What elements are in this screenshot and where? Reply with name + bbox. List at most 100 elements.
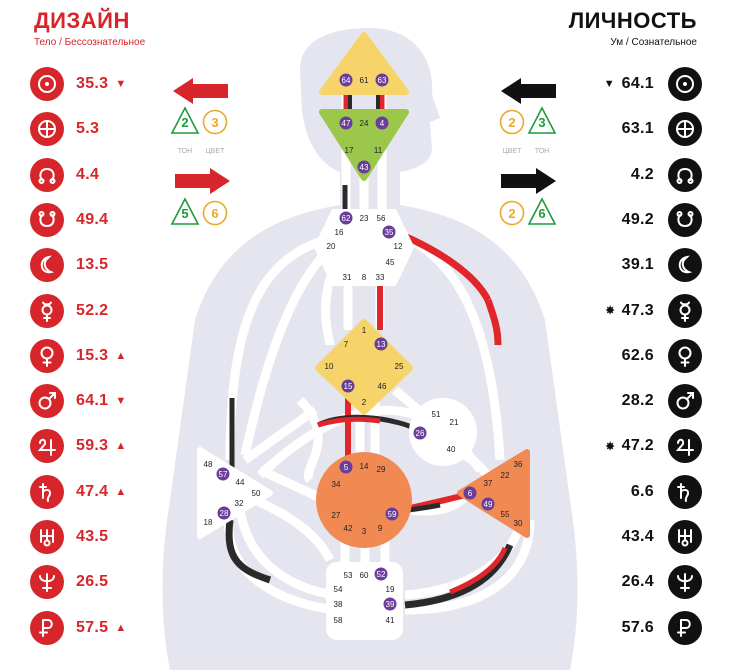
personality-title: ЛИЧНОСТЬ (568, 8, 697, 33)
personality-gate-value: 63.1 (621, 120, 654, 138)
gate-2: 2 (362, 398, 367, 407)
personality-row-neptune: 26.4 (615, 564, 702, 600)
gate-18: 18 (204, 518, 213, 527)
personality-gate-value: 64.1 (621, 75, 654, 92)
gate-number: 55 (501, 510, 510, 519)
gate-15: 15 (341, 379, 355, 393)
gate-4: 4 (375, 116, 389, 130)
jupiter-icon (37, 439, 56, 457)
gate-number: 10 (325, 362, 334, 371)
mars-icon (676, 392, 694, 410)
gate-60: 60 (360, 571, 369, 580)
uranus-icon (40, 529, 54, 547)
personality-planet-badge (668, 67, 702, 101)
center-solar-shape (457, 449, 530, 538)
active-gate-marker (375, 116, 389, 130)
active-gate-marker (413, 426, 427, 440)
gate-33: 33 (376, 273, 385, 282)
gate-43: 43 (357, 160, 371, 174)
gate-number: 39 (386, 600, 395, 609)
gate-number: 53 (344, 571, 353, 580)
personality-row-north-node: 4.2 (624, 157, 702, 193)
mercury-icon (41, 301, 53, 322)
south-node-icon (676, 210, 694, 227)
design-row-mars: 64.1▼ (30, 383, 126, 419)
design-gate-value: 26.5 (76, 573, 109, 591)
design-row-south-node: 49.4 (30, 202, 115, 238)
uranus-icon (678, 529, 692, 547)
design-fixing-marker: ▲ (115, 621, 127, 634)
personality-row-pluto: 57.6 (615, 610, 702, 646)
gate-number: 56 (377, 214, 386, 223)
gate-number: 57 (219, 470, 228, 479)
gate-number: 25 (395, 362, 404, 371)
design-planet-badge (30, 474, 64, 509)
design-gate-value: 57.5 (76, 618, 109, 636)
gate-number: 15 (344, 382, 353, 391)
gate-7: 7 (344, 340, 349, 349)
design-row-uranus: 43.5 (30, 519, 115, 555)
gate-number: 31 (343, 273, 352, 282)
south-node-icon (38, 210, 56, 227)
sun-icon (38, 75, 56, 93)
gate-1: 1 (362, 326, 367, 335)
gate-12: 12 (394, 242, 403, 251)
personality-fixing-marker: ▼ (603, 78, 615, 90)
personality-planet-badge (668, 610, 702, 645)
moon-icon (40, 255, 55, 274)
gate-57: 57 (216, 467, 230, 481)
gate-number: 64 (342, 76, 351, 85)
gate-34: 34 (332, 480, 341, 489)
personality-planet-badge (668, 565, 702, 600)
mercury-icon (679, 301, 691, 322)
neptune-icon (39, 573, 55, 593)
gate-number: 32 (235, 499, 244, 508)
design-fixing-marker: ▲ (115, 349, 127, 362)
design-gate-value: 13.5 (76, 256, 109, 274)
pluto-icon (39, 618, 53, 637)
personality-planet-badge (668, 384, 702, 419)
gate-number: 63 (378, 76, 387, 85)
gate-number: 24 (360, 119, 369, 128)
gate-number: 35 (385, 228, 394, 237)
gate-number: 33 (376, 273, 385, 282)
gate-number: 34 (332, 480, 341, 489)
design-row-pluto: 57.5 ▲ (30, 610, 126, 646)
gate-50: 50 (252, 489, 261, 498)
gate-number: 42 (344, 524, 353, 533)
venus-icon (40, 346, 54, 367)
gate-64: 64 (339, 73, 353, 87)
design-planet-badge (30, 112, 64, 147)
gate-52: 52 (374, 567, 388, 581)
design-gate-value: 47.4 (76, 482, 109, 500)
gate-number: 5 (344, 463, 349, 472)
personality-row-moon: 39.1 (615, 247, 702, 283)
north-node-icon (676, 167, 694, 184)
gate-31: 31 (343, 273, 352, 282)
gate-19: 19 (386, 585, 395, 594)
center-head: 64 61 63 (319, 32, 409, 95)
active-gate-marker (382, 225, 396, 239)
gate-61: 61 (360, 76, 369, 85)
gate-number: 4 (380, 119, 385, 128)
personality-row-mercury: ✸47.3 (605, 293, 702, 329)
personality-gate-value: 47.3 (621, 301, 654, 319)
mars-icon (38, 392, 56, 410)
design-row-sun: 35.3▼ (30, 66, 126, 102)
active-gate-marker (385, 507, 399, 521)
design-row-mercury: 52.2 (30, 293, 115, 329)
personality-planet-badge (668, 429, 702, 464)
gate-17: 17 (345, 146, 354, 155)
personality-planet-badge (668, 338, 702, 373)
design-gate-value: 64.1 (76, 392, 109, 410)
design-subtitle: Тело / Бессознательное (34, 37, 146, 48)
personality-gate-value: 39.1 (621, 256, 654, 274)
gate-number: 60 (360, 571, 369, 580)
personality-row-saturn: 6.6 (624, 474, 702, 510)
gate-23: 23 (360, 214, 369, 223)
gate-number: 62 (342, 214, 351, 223)
active-gate-marker (374, 337, 388, 351)
